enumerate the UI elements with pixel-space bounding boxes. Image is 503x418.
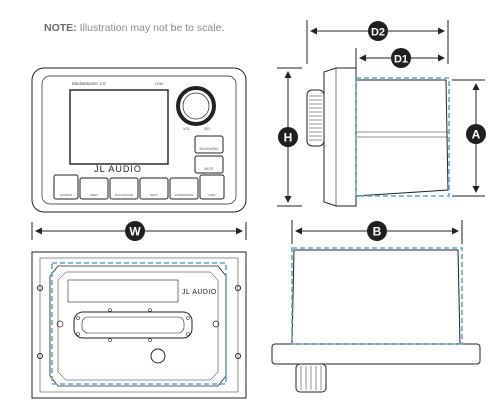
label-w: W [129,225,141,239]
rear-knob-hole [150,348,166,364]
bottom-button-label-3: PLAY/PAUSE [115,193,133,197]
bottom-button-6 [199,174,225,200]
badge-b [367,221,387,241]
bottom-button-label-5: ZONE/MODE [175,193,193,197]
rear-brand-mark: JL AUDIO [182,289,217,296]
bottom-button-label-2: PREV [90,193,98,197]
front-model-label: MediaMaster 3.0 [72,81,106,86]
knob-label-left: VOL [183,127,190,131]
badge-d2 [368,21,388,41]
side-bezel [323,67,357,207]
rear-housing [49,265,227,387]
bottom-button-1 [53,174,79,200]
bottom-button-3 [109,177,139,200]
badge-a [466,124,486,144]
note-text: Illustration may not be to scale. [79,22,225,34]
side-view [306,67,449,207]
front-top-right-tag: LINK [155,81,164,86]
top-bezel [271,343,481,365]
bottom-button-label-4: NEXT [150,193,158,197]
side-button-mute [194,155,224,174]
badge-w [125,221,145,241]
label-b: B [373,225,382,239]
top-body [291,249,461,345]
label-h: H [284,131,293,145]
bottom-button-label-6: PWR [209,193,217,197]
bottom-button-2 [79,177,109,200]
volume-knob-center [182,92,210,120]
rear-cutout-dashed [51,262,227,385]
side-button-label-2: MUTE [204,167,213,171]
badge-h [278,127,298,147]
rear-connector-slot [73,311,193,339]
top-knob [295,363,327,393]
scale-note: NOTE: Illustration may not be to scale. [44,22,224,34]
display-screen [69,89,169,165]
volume-knob [176,86,216,126]
label-d2: D2 [371,27,385,39]
note-prefix: NOTE: [44,22,77,34]
badge-d1 [391,48,411,68]
side-button-label-1: BACK/MENU [200,147,220,151]
side-body [355,79,449,197]
label-a: A [472,128,481,142]
front-bezel-inner [41,75,237,205]
rear-plate [31,251,247,399]
rear-panel [31,251,247,399]
knob-label-right: SEL [204,127,211,131]
bottom-button-5 [169,177,199,200]
side-button-back [194,135,224,154]
front-bezel-outer [31,67,247,213]
side-knob [306,89,325,147]
label-d1: D1 [394,54,408,66]
front-brand-mark: JL AUDIO [94,164,142,174]
side-cutout-dashed [355,77,450,197]
bottom-button-4 [139,177,169,200]
top-cutout-dashed [291,247,463,345]
top-view [271,249,481,393]
bottom-button-label-1: SOURCE [60,193,73,197]
front-panel [31,67,247,213]
